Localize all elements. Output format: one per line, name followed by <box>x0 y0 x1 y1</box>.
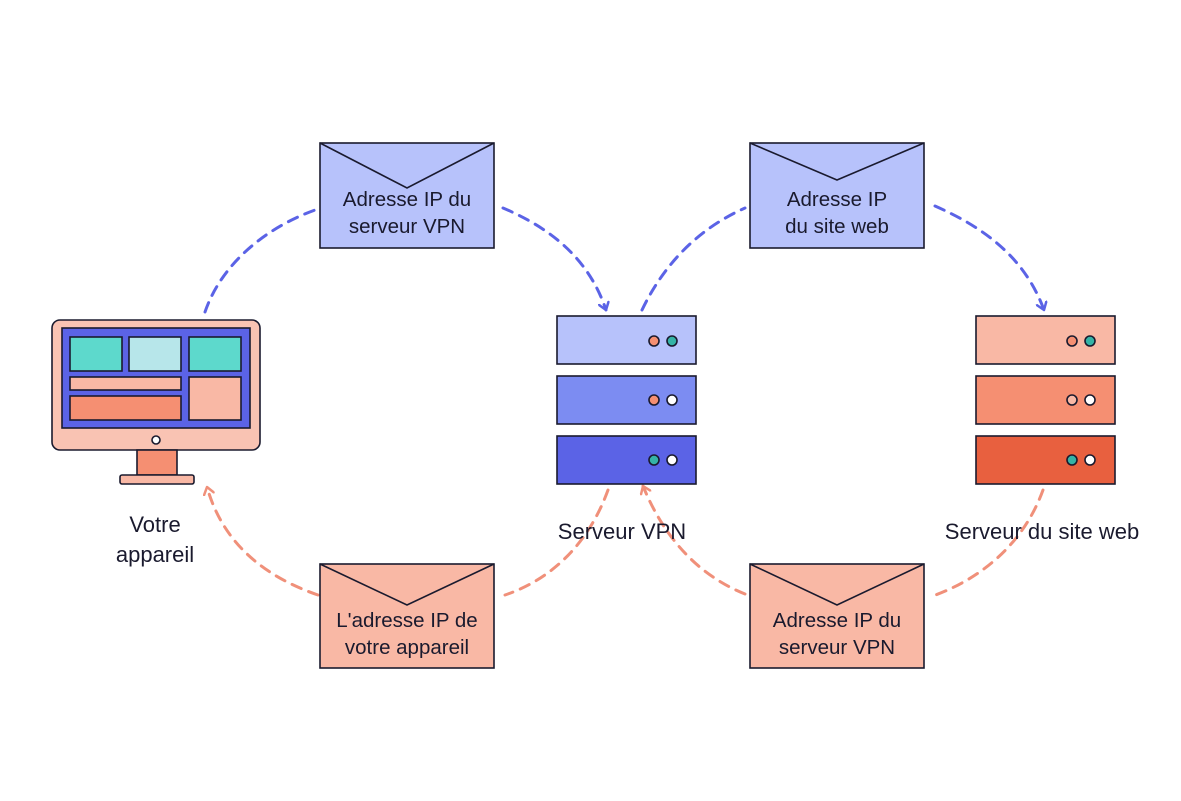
envelope-3-label: L'adresse IP de votre appareil <box>320 608 494 661</box>
envelope-2-label: Adresse IP du site web <box>750 187 924 240</box>
envelope-3-line-2: votre appareil <box>344 635 470 659</box>
flow-envelope-4-to-vpn <box>643 484 747 596</box>
web-server-label: Serveur du site web <box>944 519 1140 544</box>
vpn-server-label: Serveur VPN <box>557 519 687 544</box>
flow-vpn-to-envelope-3 <box>503 488 610 597</box>
flow-envelope-2-to-web <box>933 204 1044 312</box>
device-label-line-2: appareil <box>115 541 195 567</box>
envelope-vpn-ip-outbound <box>319 142 495 249</box>
device-monitor-icon <box>51 319 261 485</box>
envelope-device-ip-return <box>319 563 495 669</box>
envelope-4-line-2: serveur VPN <box>778 635 896 659</box>
envelope-1-label: Adresse IP du serveur VPN <box>320 187 494 240</box>
envelope-4-label: Adresse IP du serveur VPN <box>750 608 924 661</box>
vpn-server-icon <box>556 315 697 485</box>
device-label-line-1: Votre <box>129 512 181 537</box>
envelope-2-line-1: Adresse IP <box>786 188 888 211</box>
flow-envelope-1-to-vpn <box>501 206 606 312</box>
flow-vpn-to-envelope-2 <box>640 206 747 312</box>
envelope-1-line-2: serveur VPN <box>348 214 466 238</box>
flow-envelope-3-to-device <box>207 485 320 597</box>
envelope-2-line-2: du site web <box>785 214 889 238</box>
envelope-vpn-ip-return <box>749 563 925 669</box>
flow-web-to-envelope-4 <box>928 488 1045 599</box>
envelope-1-line-1: Adresse IP du <box>342 188 472 211</box>
envelope-4-line-1: Adresse IP du <box>772 609 902 632</box>
envelope-3-line-1: L'adresse IP de <box>336 609 478 632</box>
outbound-flow <box>203 204 1044 314</box>
flow-device-to-envelope-1 <box>203 208 317 314</box>
return-flow <box>207 484 1045 599</box>
envelope-website-ip-outbound <box>749 142 925 249</box>
web-server-icon <box>975 315 1116 485</box>
device-label: Votre appareil <box>90 510 220 569</box>
